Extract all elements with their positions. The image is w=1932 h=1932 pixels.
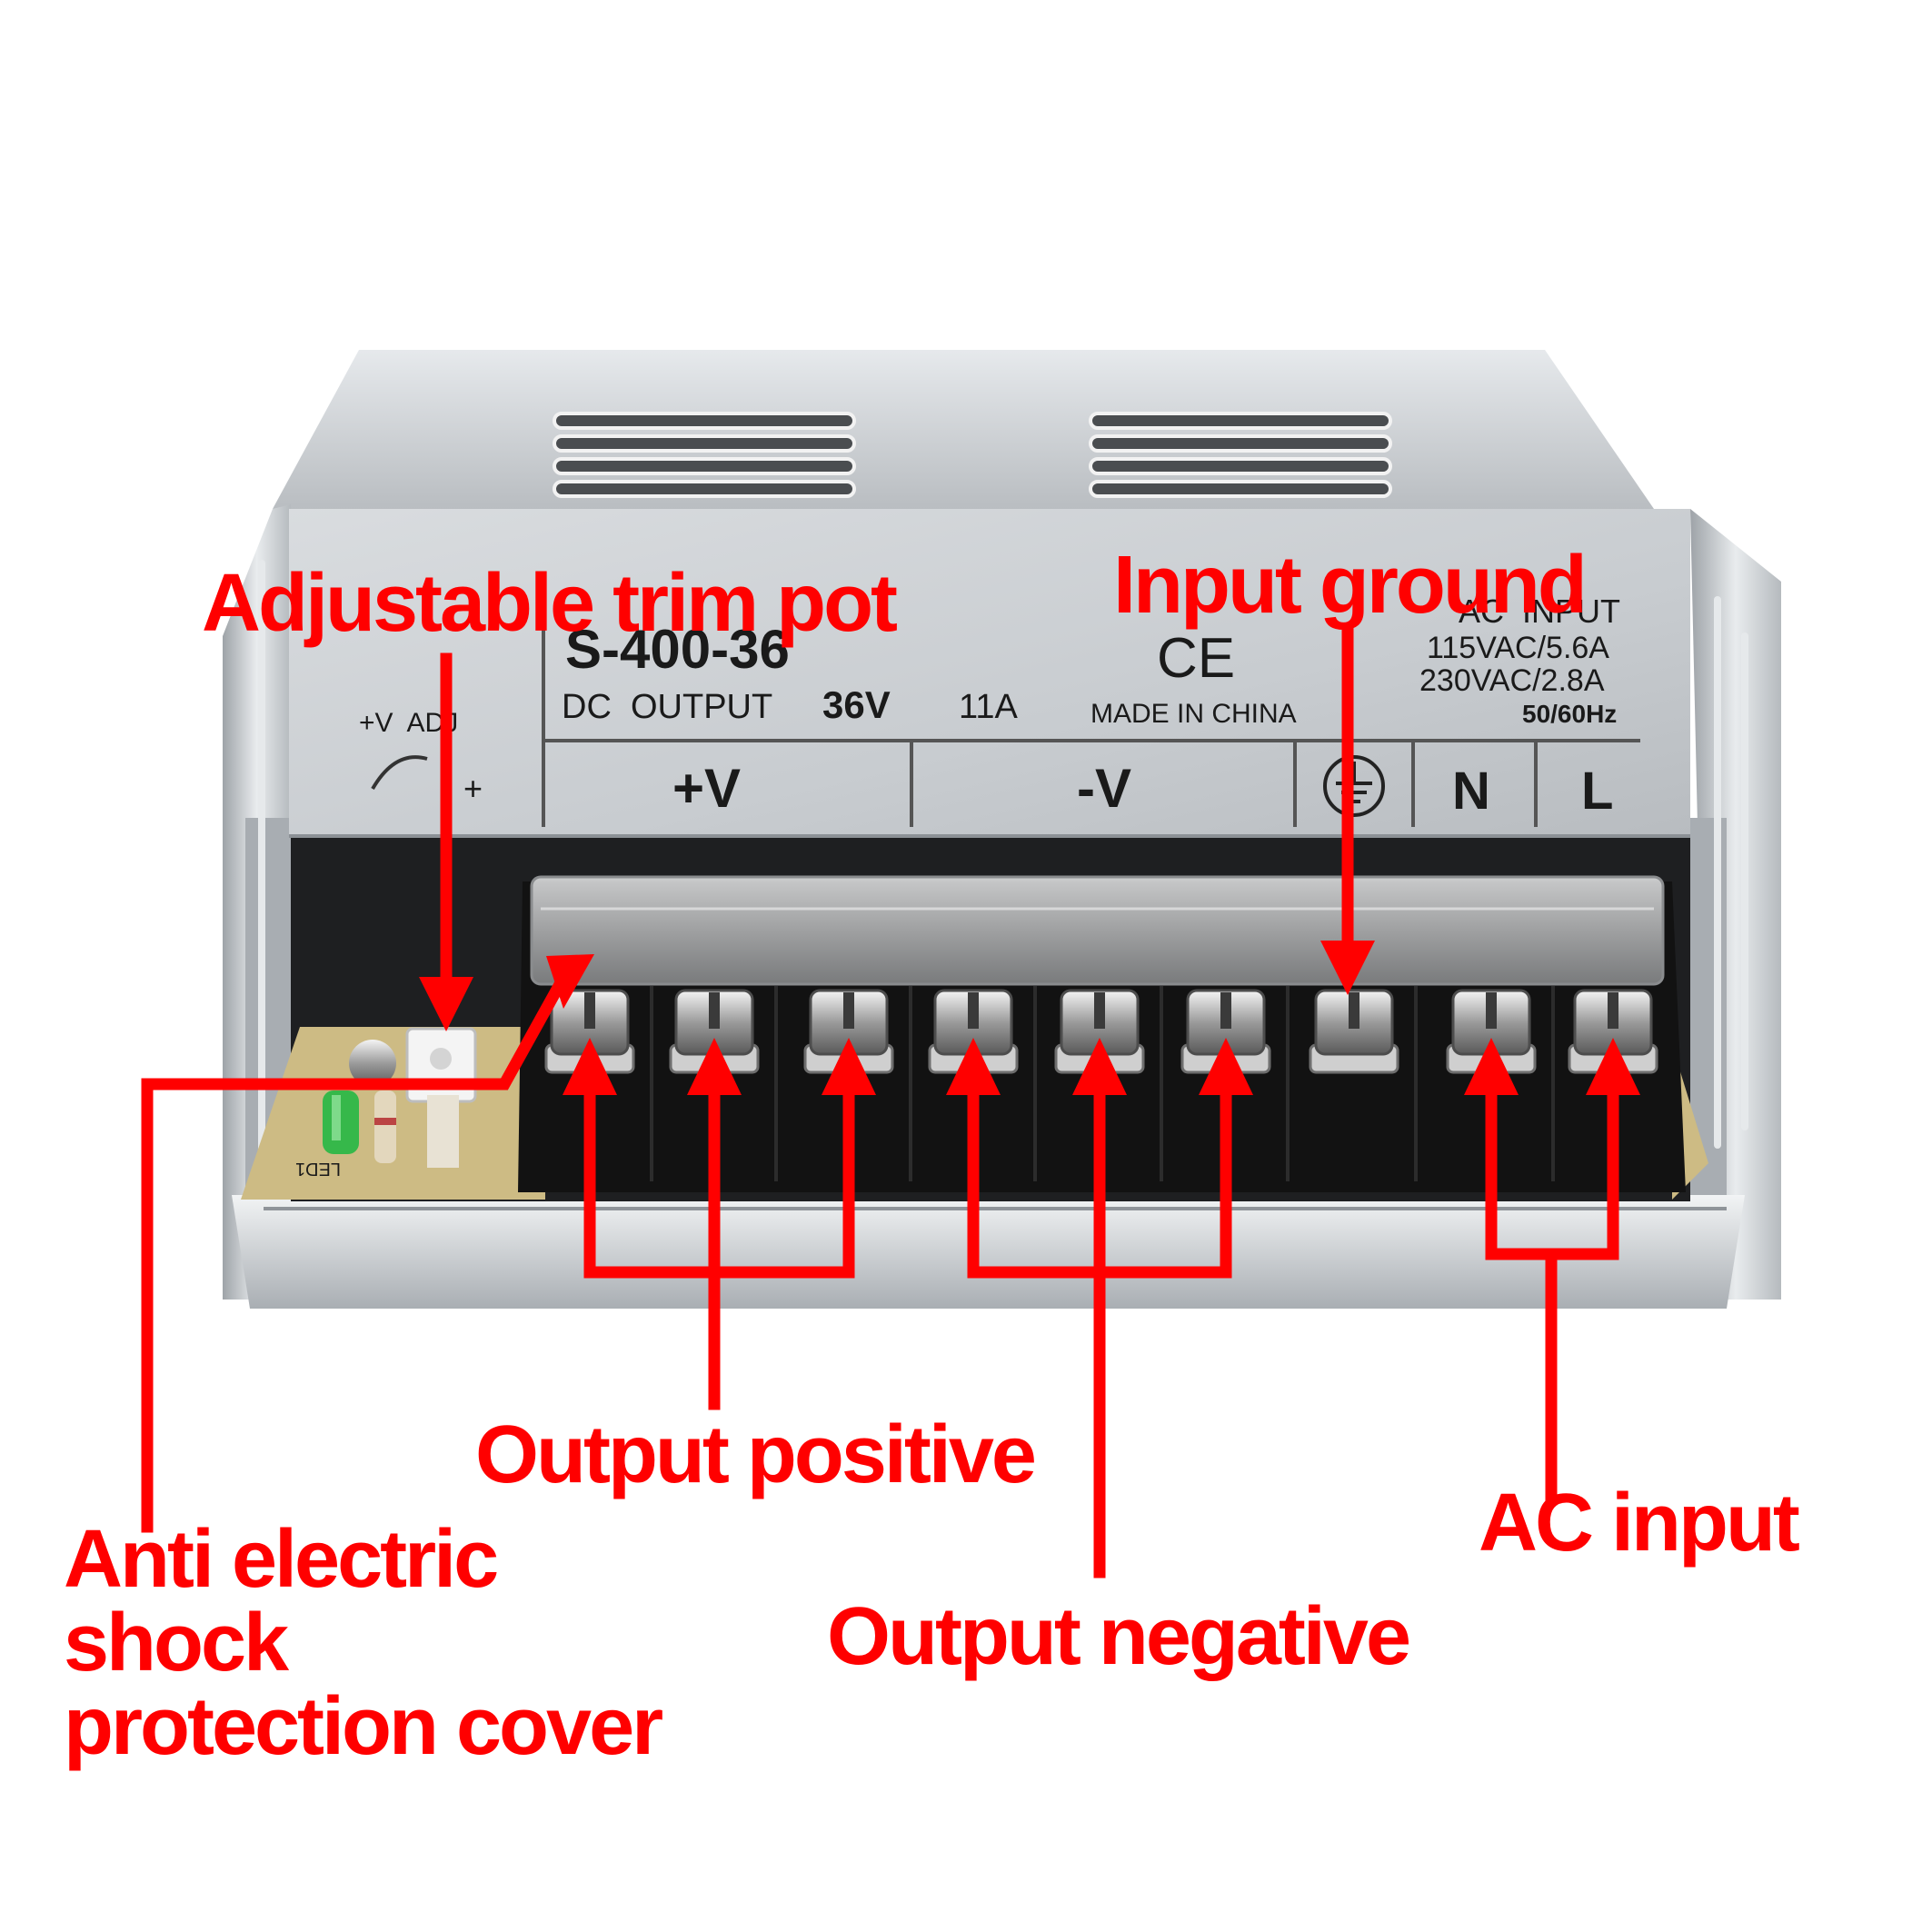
made-in-label: MADE IN CHINA bbox=[1090, 699, 1297, 729]
callout-arrows bbox=[141, 625, 1619, 1578]
terminal-block bbox=[518, 875, 1686, 1192]
adj-plus-sign: + bbox=[463, 770, 483, 807]
callout-cover-line-3: protection cover bbox=[64, 1681, 663, 1772]
vent-slots bbox=[553, 412, 1392, 498]
ac-rating-230: 230VAC/2.8A bbox=[1419, 663, 1605, 698]
mounting-screw bbox=[349, 1040, 396, 1087]
board-silkscreen: LED1 bbox=[295, 1159, 341, 1179]
output-voltage: 36V bbox=[822, 683, 891, 726]
adj-arc-icon bbox=[371, 755, 428, 791]
callout-output-negative: Output negative bbox=[827, 1591, 1411, 1682]
terminal-screw-1 bbox=[544, 986, 653, 1181]
terminal-label-negative: -V bbox=[1077, 758, 1131, 819]
callout-input-ground: Input ground bbox=[1113, 540, 1588, 631]
callout-arrowheads bbox=[419, 941, 1640, 1095]
callout-ac-input: AC input bbox=[1479, 1478, 1800, 1569]
status-led bbox=[323, 1090, 359, 1154]
housing-top bbox=[273, 350, 1654, 509]
dc-output-label: DC OUTPUT bbox=[562, 688, 772, 726]
output-current: 11A bbox=[959, 688, 1018, 726]
callout-trim-pot: Adjustable trim pot bbox=[202, 558, 898, 649]
model-number: S-400-36 bbox=[565, 619, 790, 680]
ac-input-label: AC INPUT bbox=[1459, 593, 1620, 630]
terminal-label-l: L bbox=[1581, 762, 1613, 821]
protection-cover bbox=[530, 875, 1665, 986]
callout-output-positive: Output positive bbox=[475, 1409, 1037, 1500]
terminal-label-n: N bbox=[1452, 762, 1490, 821]
ac-rating-115: 115VAC/5.6A bbox=[1427, 631, 1609, 665]
terminal-label-positive: +V bbox=[672, 758, 741, 819]
terminal-screw-8 bbox=[1446, 986, 1555, 1181]
callout-cover-line-2: shock bbox=[64, 1598, 289, 1688]
frequency-label: 50/60Hz bbox=[1522, 700, 1617, 728]
housing-bottom-lip bbox=[232, 1195, 1745, 1309]
callout-cover-line-1: Anti electric bbox=[64, 1514, 499, 1605]
ce-mark: CE bbox=[1157, 627, 1235, 690]
housing bbox=[223, 350, 1781, 1309]
callout-protection-cover: Anti electric shock protection cover bbox=[64, 1514, 663, 1772]
terminal-screw-7 bbox=[1309, 986, 1418, 1181]
resistor bbox=[374, 1090, 396, 1163]
